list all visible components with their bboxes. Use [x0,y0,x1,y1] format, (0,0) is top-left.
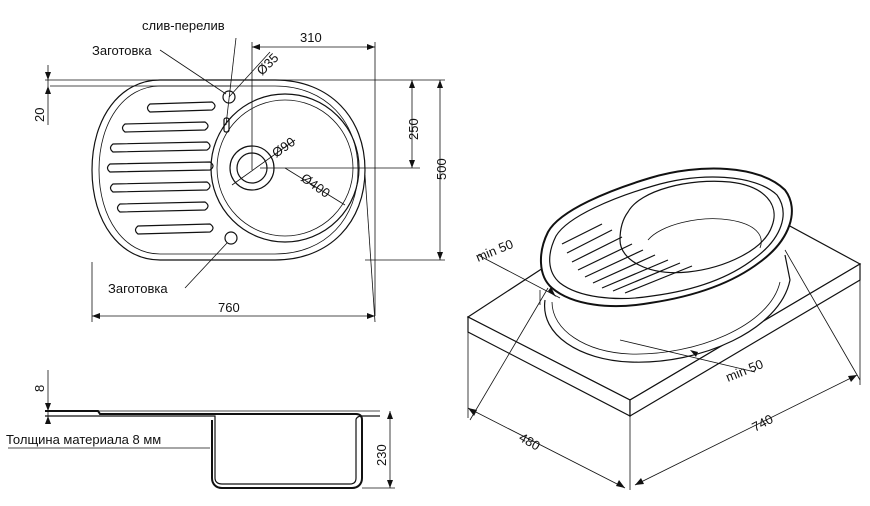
isometric-view: min 50 min 50 480 740 [466,167,862,490]
sink-outer-outline [91,79,366,261]
section-view: 8 230 Толщина материала 8 мм [6,370,395,489]
iso-bowl-underside-inner [551,281,781,355]
section-inner-profile [45,415,380,485]
dim-depth: 230 [374,444,389,466]
sink-inner-outline [98,85,359,255]
dim-height-total: 500 [434,158,449,180]
iso-bowl-opening [619,180,775,274]
dim-bowl-offset: 310 [300,30,322,45]
dim-countertop-depth: 480 [517,430,543,454]
label-overflow-drain: слив-перелив [142,18,225,33]
label-blank-top: Заготовка [92,43,152,58]
dim-drain-dia: Ø90 [269,134,298,160]
top-view-dimension-lines [45,37,445,323]
blank-circle-top [222,90,236,104]
dim-overflow-dia: Ø35 [254,50,282,78]
iso-bowl-inner [647,218,762,249]
dim-bowl-dia: Ø400 [298,170,333,201]
dim-width-total: 760 [218,300,240,315]
dim-min-gap-right: min 50 [724,356,766,385]
iso-drainboard-ribs [561,223,693,294]
top-view-arrowheads [45,44,443,319]
dim-edge-offset: 20 [32,108,47,122]
dim-min-gap-left: min 50 [474,236,516,265]
top-view: слив-перелив Заготовка Заготовка 760 310… [32,18,449,323]
blank-circle-bottom [224,231,238,245]
label-material-thickness: Толщина материала 8 мм [6,432,161,447]
iso-arrowheads [468,287,857,488]
drainboard-ribs [106,101,216,235]
label-blank-bottom: Заготовка [108,281,168,296]
dim-countertop-width: 740 [749,411,775,434]
dim-rim-thickness: 8 [32,385,47,392]
dim-bowl-half-height: 250 [406,118,421,140]
iso-dimension-lines [467,249,861,490]
section-arrowheads [45,403,393,488]
section-outer-profile [45,410,363,489]
iso-sink-inner-rim [549,176,784,300]
